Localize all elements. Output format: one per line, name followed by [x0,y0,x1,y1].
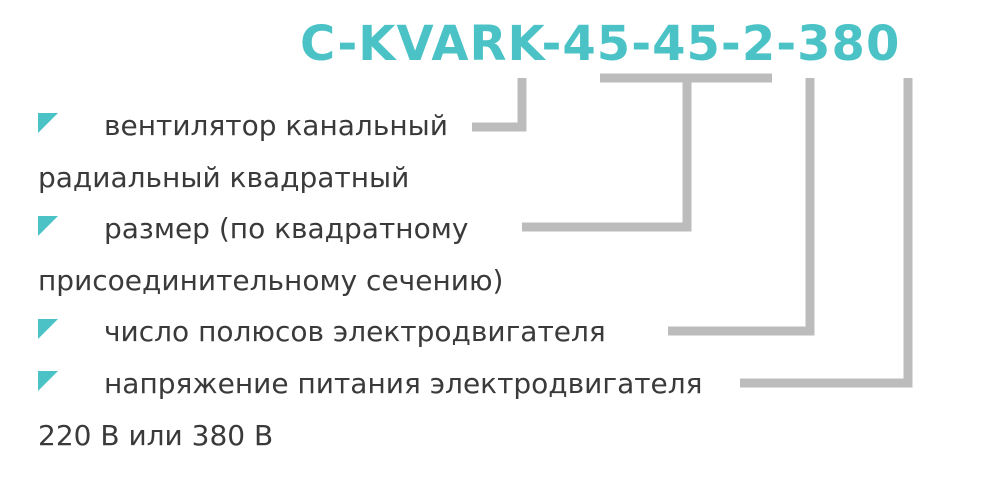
item-size-continued: присоединительному сечению) [38,261,503,301]
item-fan-type-continued: радиальный квадратный [38,158,409,198]
triangle-marker-icon [38,216,58,236]
item-label: 220 В или 380 В [38,419,274,452]
item-label: радиальный квадратный [38,161,410,194]
item-label: вентилятор канальный [104,109,448,142]
connector-voltage [740,78,913,388]
connector-poles [668,78,815,336]
item-label: напряжение питания электродвигателя [104,367,703,400]
model-code-title: C-KVARK-45-45-2-380 [300,16,901,72]
item-label: число полюсов электродвигателя [104,315,606,348]
connector-size [522,78,692,232]
item-poles: число полюсов электродвигателя [38,312,606,352]
triangle-marker-icon [38,319,58,339]
item-voltage: напряжение питания электродвигателя [38,364,703,404]
item-label: присоединительному сечению) [38,264,504,297]
connector-type [472,78,527,132]
item-voltage-continued: 220 В или 380 В [38,416,273,456]
item-fan-type: вентилятор канальный [38,106,448,146]
triangle-marker-icon [38,113,58,133]
item-label: размер (по квадратному [104,212,469,245]
triangle-marker-icon [38,371,58,391]
item-size: размер (по квадратному [38,209,468,249]
